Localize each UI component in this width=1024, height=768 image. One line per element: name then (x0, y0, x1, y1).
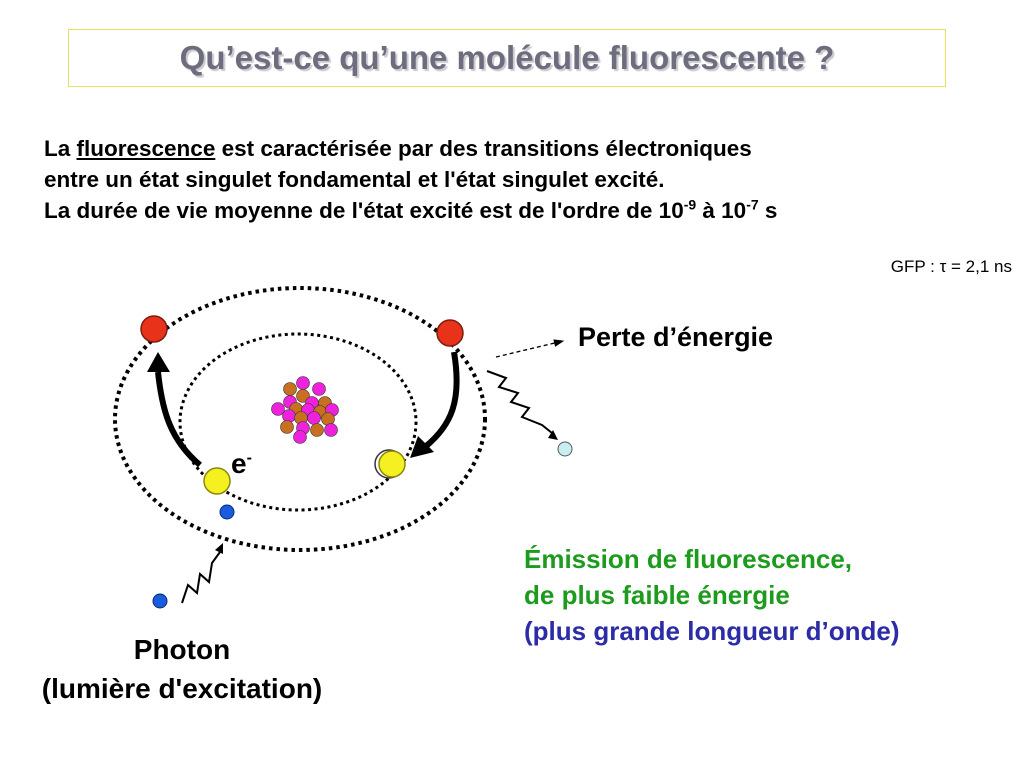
energy-loss-arrow (495, 339, 565, 358)
proton (312, 382, 326, 396)
photon-label: Photon (lumière d'excitation) (0, 630, 364, 708)
neutron (296, 389, 310, 403)
neutron (283, 382, 297, 396)
nucleus (271, 376, 339, 444)
relaxation-arrow-head (410, 436, 434, 458)
intro-line-2: entre un état singulet fondamental et l'… (44, 167, 665, 192)
emitted-photon (557, 441, 573, 457)
proton (324, 423, 338, 437)
fluorescence-emission-label: Émission de fluorescence, de plus faible… (524, 541, 900, 649)
ground-electron-right (378, 450, 406, 478)
inner-orbit (178, 332, 418, 512)
emission-line-2: de plus faible énergie (524, 580, 790, 610)
energy-loss-label: Perte d’énergie (578, 322, 774, 352)
gfp-lifetime-note: GFP : τ = 2,1 ns (890, 257, 1012, 276)
emission-line-3: (plus grande longueur d’onde) (524, 616, 900, 646)
incoming-photon-arrow-head (215, 543, 223, 554)
relaxation-arrow (423, 351, 460, 450)
outer-orbit (113, 286, 487, 552)
neutron (310, 423, 324, 437)
title-box: Qu’est-ce qu’une molécule fluorescente ? (68, 29, 946, 87)
intro-line-1: La fluorescence est caractérisée par des… (44, 136, 752, 161)
proton (271, 402, 285, 416)
ground-electron (203, 467, 231, 495)
proton (293, 430, 307, 444)
emission-line-1: Émission de fluorescence, (524, 544, 853, 574)
excited-electron-right (436, 319, 464, 347)
neutron (280, 420, 294, 434)
excited-electron-left (140, 315, 168, 343)
intro-line-3: La durée de vie moyenne de l'état excité… (44, 196, 778, 224)
emitted-photon-arrow-head (548, 430, 558, 440)
photon-line-2: (lumière d'excitation) (41, 673, 323, 704)
emitted-photon-wave (486, 370, 553, 434)
slide-title: Qu’est-ce qu’une molécule fluorescente ? (179, 39, 835, 76)
intro-text: La fluorescence est caractérisée par des… (44, 133, 1004, 226)
absorbed-photon (219, 504, 235, 520)
proton (296, 376, 310, 390)
excitation-arrow (155, 371, 202, 468)
incoming-photon-wave (181, 551, 221, 604)
photon-line-1: Photon (133, 634, 231, 665)
electron-label: e- (231, 448, 252, 479)
excitation-arrow-head (147, 352, 170, 372)
incoming-photon (152, 593, 168, 609)
fluorescence-term: fluorescence (76, 136, 216, 161)
proton (307, 411, 321, 425)
